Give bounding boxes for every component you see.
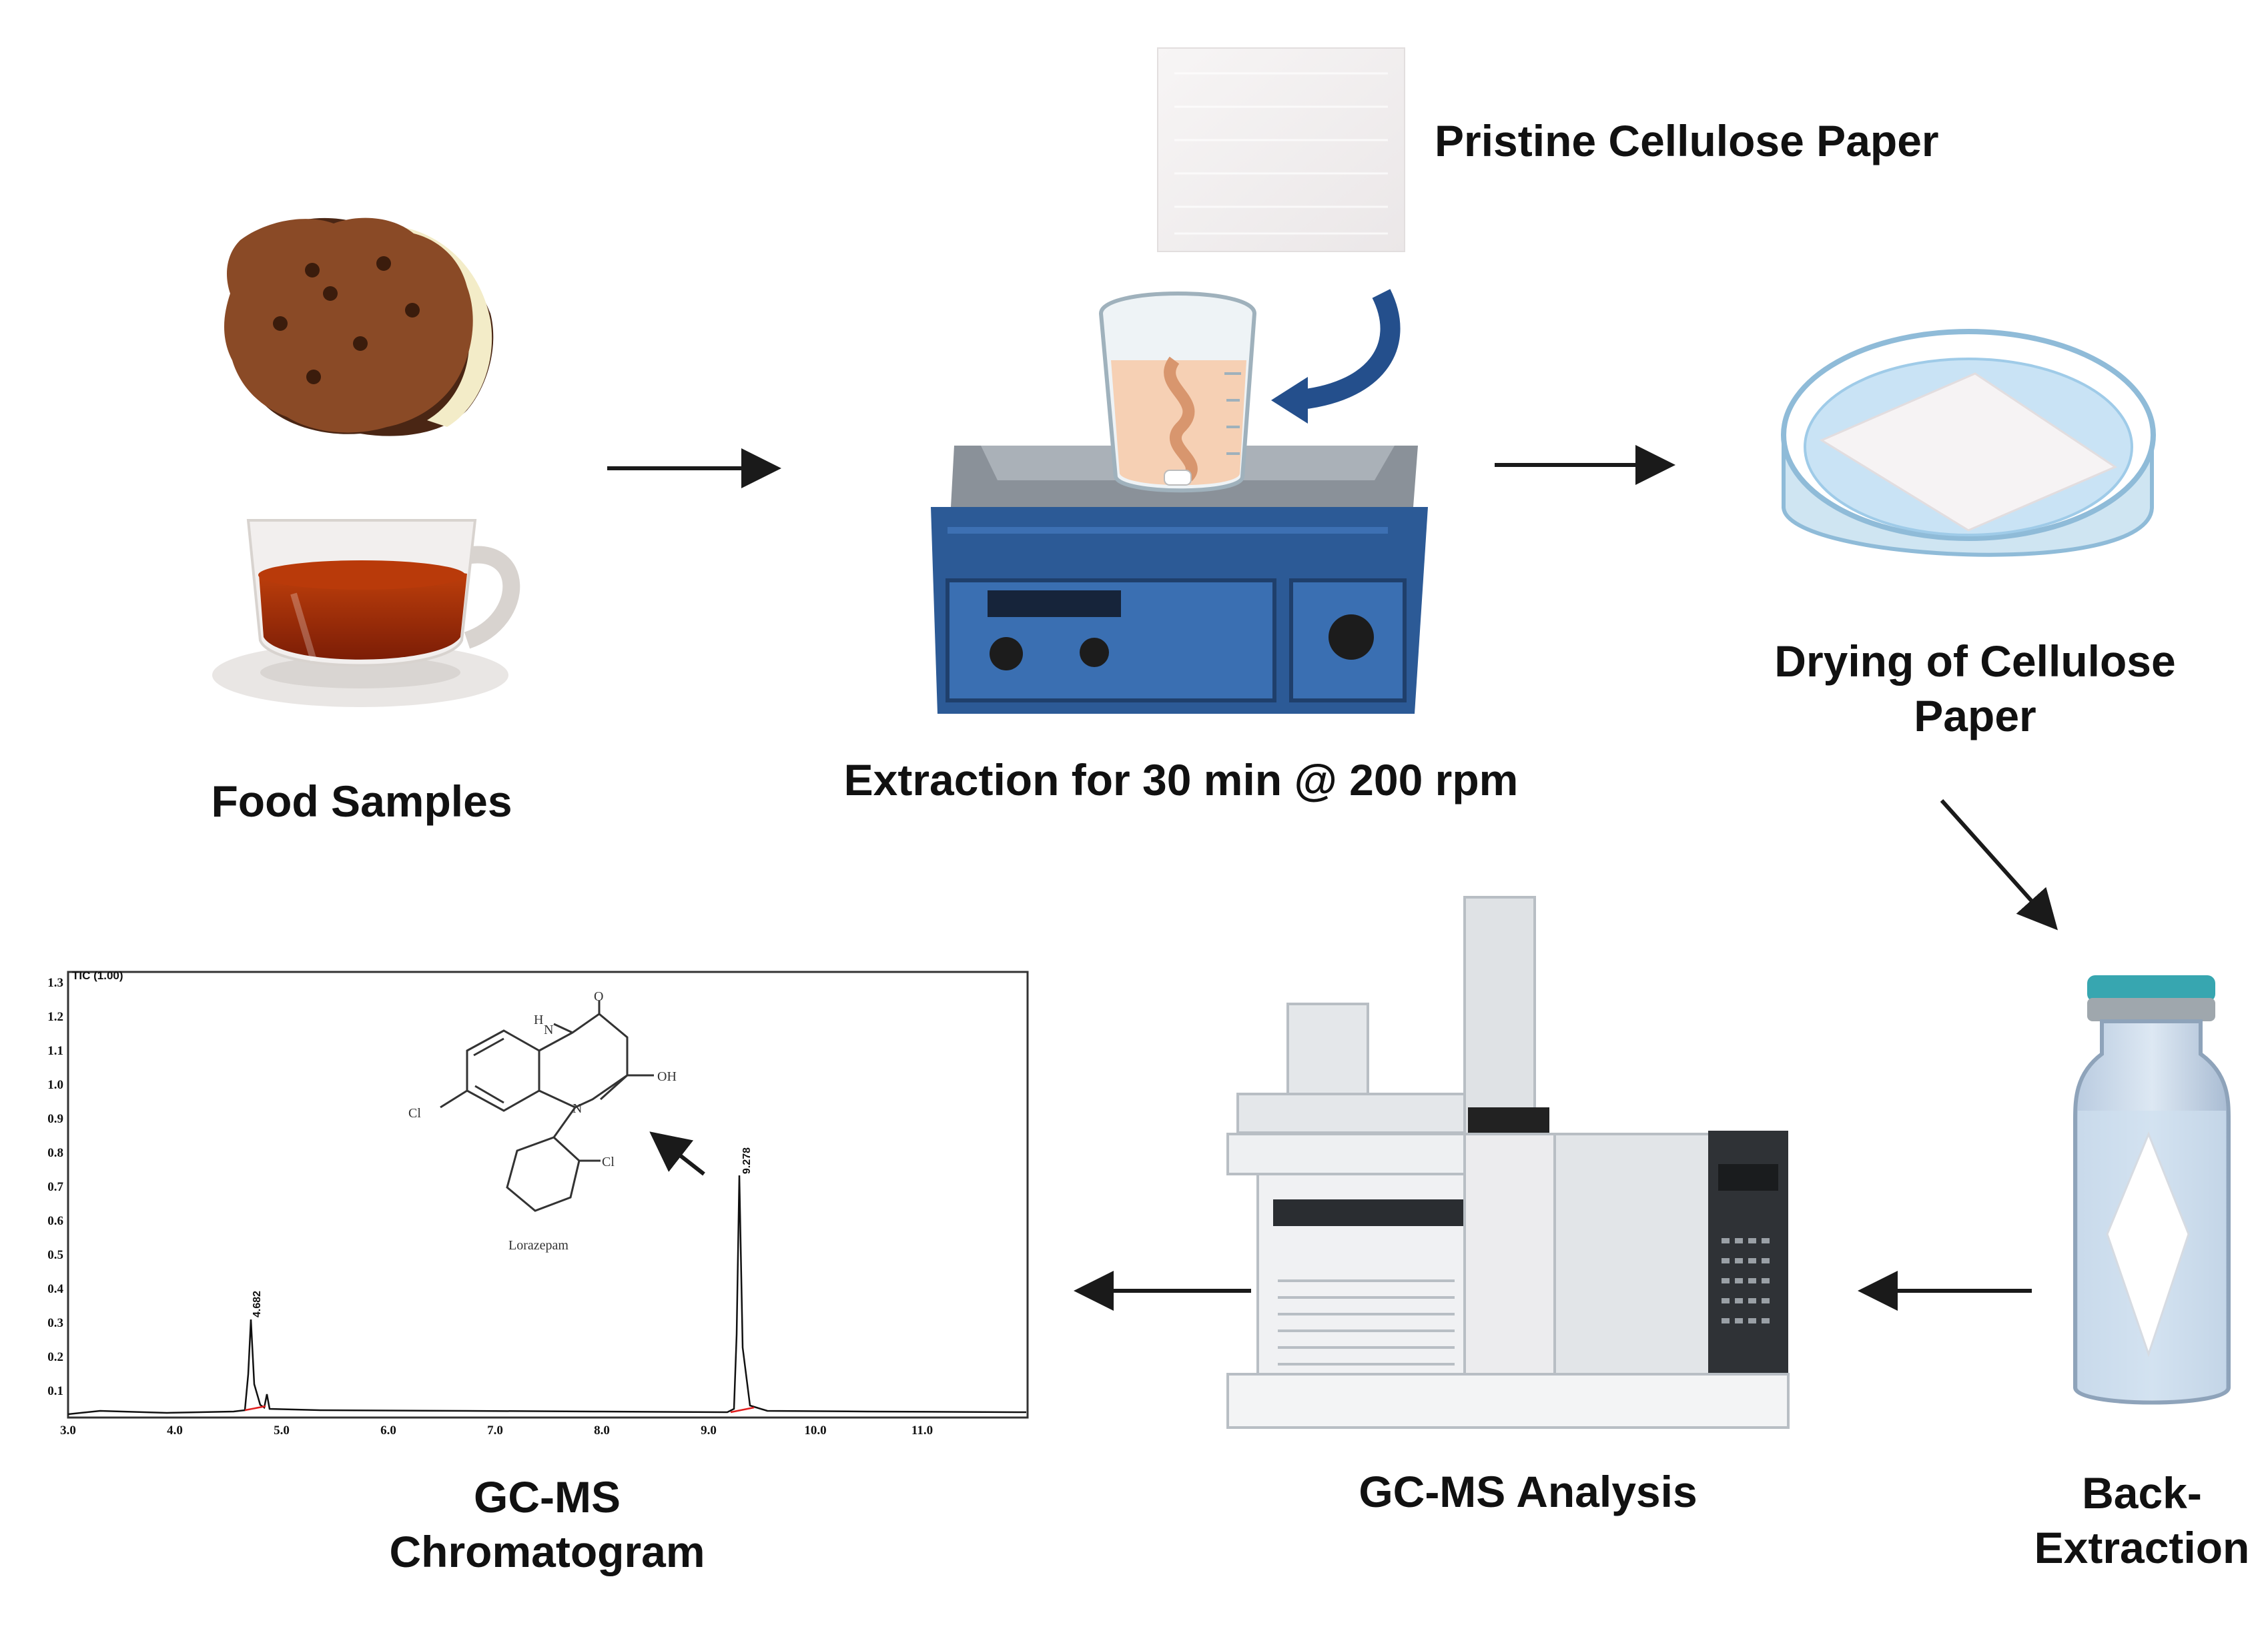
arrow-peak-to-molecule <box>649 1131 705 1176</box>
y-tick-label: 0.4 <box>47 1282 63 1296</box>
petri-dish-icon <box>1781 329 2156 557</box>
back-extraction-label-line2: Extraction <box>2034 1523 2250 1572</box>
gcms-analysis-label: GC-MS Analysis <box>1359 1467 1697 1516</box>
atom-h: H <box>534 1013 543 1027</box>
y-tick-label: 1.2 <box>47 1010 63 1024</box>
beaker-icon <box>1098 292 1257 493</box>
pristine-paper-label: Pristine Cellulose Paper <box>1435 116 1939 165</box>
y-tick-label: 0.7 <box>47 1180 63 1194</box>
tea-cup-icon <box>212 519 520 707</box>
drying-label-line1: Drying of Cellulose <box>1774 636 2176 686</box>
chromatogram-label-line2: Chromatogram <box>389 1527 705 1576</box>
x-tick-label: 10.0 <box>804 1424 826 1438</box>
y-tick-labels: 1.3 1.2 1.1 1.0 0.9 0.8 0.7 0.6 0.5 0.4 0.3 0.2 0.1 <box>47 976 63 1398</box>
y-tick-label: 0.5 <box>47 1248 63 1262</box>
y-tick-label: 0.8 <box>47 1146 63 1160</box>
lorazepam-structure <box>440 1001 654 1212</box>
chromatogram-trace <box>67 1175 1027 1416</box>
gc-ms-instrument-icon <box>1226 896 1790 1429</box>
peak2-label: 9.278 <box>741 1147 753 1174</box>
chromatogram-frame <box>67 971 1029 1419</box>
peak1-label: 4.682 <box>252 1291 263 1317</box>
atom-cl1: Cl <box>408 1106 421 1121</box>
x-tick-label: 9.0 <box>701 1424 717 1438</box>
x-tick-labels: 3.0 4.0 5.0 6.0 7.0 8.0 9.0 10.0 11.0 <box>60 1424 933 1438</box>
x-tick-label: 4.0 <box>167 1424 183 1438</box>
lorazepam-labels: H N O OH N Cl Cl Lorazepam <box>408 989 677 1253</box>
pristine-paper-icon <box>1157 47 1405 252</box>
food-samples-label: Food Samples <box>211 776 512 826</box>
curved-arrow-icon <box>1271 289 1401 424</box>
atom-n2: N <box>573 1101 582 1116</box>
chromatogram-plot: TIC (1.00) 1.3 1.2 1.1 1.0 0.9 0.8 0.7 0.6 0.5 0.… <box>47 969 1029 1438</box>
y-tick-label: 1.3 <box>47 976 63 990</box>
x-tick-label: 11.0 <box>911 1424 933 1438</box>
y-tick-label: 0.1 <box>47 1384 63 1398</box>
biscuit-icon <box>224 217 494 436</box>
x-tick-label: 3.0 <box>60 1424 76 1438</box>
atom-o: O <box>594 989 603 1004</box>
vial-icon <box>2073 975 2231 1405</box>
y-tick-label: 1.0 <box>47 1078 63 1092</box>
x-tick-label: 8.0 <box>594 1424 610 1438</box>
atom-oh: OH <box>657 1069 677 1084</box>
atom-n1: N <box>544 1023 553 1037</box>
arrow-drying-to-vial <box>1940 798 2058 931</box>
y-tick-label: 0.6 <box>47 1214 63 1228</box>
x-tick-label: 5.0 <box>274 1424 290 1438</box>
x-tick-label: 6.0 <box>380 1424 396 1438</box>
molecule-name: Lorazepam <box>508 1238 569 1253</box>
atom-cl2: Cl <box>602 1155 615 1169</box>
y-tick-label: 0.9 <box>47 1112 63 1126</box>
chromatogram-header: TIC (1.00) <box>72 969 123 982</box>
extraction-label: Extraction for 30 min @ 200 rpm <box>843 755 1519 804</box>
chromatogram-label-line1: GC-MS <box>474 1472 621 1522</box>
back-extraction-label-line1: Back- <box>2082 1468 2202 1518</box>
drying-label-line2: Paper <box>1914 691 2036 740</box>
y-tick-label: 0.2 <box>47 1350 63 1364</box>
y-tick-label: 0.3 <box>47 1316 63 1330</box>
x-tick-label: 7.0 <box>487 1424 503 1438</box>
y-tick-label: 1.1 <box>47 1044 63 1058</box>
